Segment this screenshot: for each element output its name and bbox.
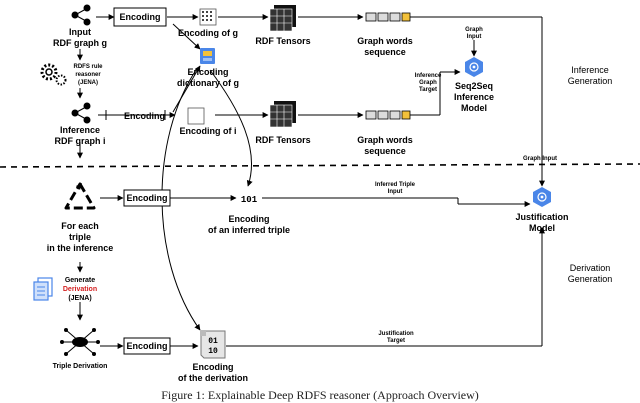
svg-text:of the derivation: of the derivation — [178, 373, 248, 383]
svg-text:10: 10 — [208, 347, 218, 356]
svg-text:Graph Input: Graph Input — [523, 156, 557, 162]
section-inference-generation: Inference Generation — [568, 65, 613, 86]
svg-text:For each: For each — [61, 221, 99, 231]
svg-text:dictionary of g: dictionary of g — [177, 78, 239, 88]
svg-text:Inference: Inference — [415, 73, 442, 79]
svg-text:Graph: Graph — [465, 27, 483, 33]
svg-text:sequence: sequence — [364, 47, 406, 57]
encoding-of-g: Encoding of g — [178, 8, 238, 38]
rdf-tensors-2: RDF Tensors — [255, 101, 311, 145]
section-separator — [0, 163, 640, 168]
tensor-icon — [269, 5, 296, 32]
svg-text:(JENA): (JENA) — [68, 295, 91, 302]
svg-text:Inference: Inference — [60, 125, 100, 135]
svg-text:Generation: Generation — [568, 274, 613, 284]
triple-derivation: Triple Derivation — [53, 328, 108, 370]
svg-text:RDF Tensors: RDF Tensors — [255, 135, 310, 145]
rdf-tensors-1: RDF Tensors — [255, 5, 311, 46]
encoded-triple: 101 Encoding of an inferred triple — [208, 195, 290, 235]
generate-derivation: Generate Derivation (JENA) — [33, 277, 97, 302]
encoding-label: Encoding — [124, 111, 165, 121]
matrix-icon — [187, 107, 205, 125]
svg-text:Generate: Generate — [65, 277, 95, 284]
encoded-derivation: 01 10 Encoding of the derivation — [178, 330, 248, 383]
svg-text:Generation: Generation — [568, 76, 613, 86]
seq2seq-model: Seq2Seq Inference Model — [454, 57, 494, 113]
input-rdf-graph: Input RDF graph g — [53, 4, 107, 48]
svg-text:RDF graph i: RDF graph i — [55, 136, 106, 146]
svg-text:Derivation: Derivation — [570, 263, 611, 273]
svg-text:Model: Model — [461, 103, 487, 113]
svg-text:Target: Target — [387, 338, 405, 344]
encoding-label: Encoding — [127, 341, 168, 351]
svg-text:Graph words: Graph words — [357, 135, 413, 145]
svg-text:Encoding of g: Encoding of g — [178, 28, 238, 38]
svg-text:Inference: Inference — [454, 92, 494, 102]
svg-text:Encoding: Encoding — [188, 67, 229, 77]
model-hexagon-icon — [533, 187, 551, 207]
graph-words-sequence-2: Graph words sequence — [357, 110, 413, 156]
svg-text:reasoner: reasoner — [75, 72, 101, 78]
svg-text:(JENA): (JENA) — [78, 80, 98, 86]
encoding-label: Encoding — [120, 12, 161, 22]
inference-rdf-graph: Inference RDF graph i — [55, 102, 106, 146]
svg-text:Inferred Triple: Inferred Triple — [375, 182, 416, 188]
svg-text:Justification: Justification — [515, 212, 568, 222]
svg-text:Input: Input — [388, 189, 403, 195]
svg-text:01: 01 — [208, 337, 218, 346]
svg-text:sequence: sequence — [364, 146, 406, 156]
svg-text:Encoding: Encoding — [229, 214, 270, 224]
svg-text:Triple Derivation: Triple Derivation — [53, 363, 108, 370]
svg-text:Seq2Seq: Seq2Seq — [455, 81, 493, 91]
reasoner: RDFS rule reasoner (JENA) — [40, 63, 103, 86]
share-icon — [71, 102, 91, 124]
svg-text:Input: Input — [467, 34, 482, 40]
svg-text:Model: Model — [529, 223, 555, 233]
share-icon — [71, 4, 91, 26]
svg-text:Input: Input — [69, 27, 91, 37]
bits-icon: 101 — [241, 195, 258, 205]
justification-model: Justification Model — [515, 187, 569, 233]
edge-labels: Graph Input Inference Graph Target Graph… — [375, 27, 557, 344]
svg-text:Encoding: Encoding — [193, 362, 234, 372]
svg-text:triple: triple — [69, 232, 91, 242]
encoding-box-2: Encoding — [123, 189, 171, 207]
svg-text:Graph: Graph — [419, 80, 437, 86]
figure-caption: Figure 1: Explainable Deep RDFS reasoner… — [161, 388, 479, 402]
network-icon — [60, 328, 100, 356]
svg-text:RDF Tensors: RDF Tensors — [255, 36, 310, 46]
sequence-icon — [365, 110, 411, 120]
encoding-box-3: Encoding — [123, 337, 171, 355]
document-list-icon — [33, 277, 53, 301]
binary-file-icon — [200, 330, 226, 359]
svg-text:Inference: Inference — [571, 65, 609, 75]
svg-text:Encoding of i: Encoding of i — [180, 126, 237, 136]
encoding-of-i: Encoding of i — [180, 107, 237, 136]
svg-text:Graph words: Graph words — [357, 36, 413, 46]
section-derivation-generation: Derivation Generation — [568, 263, 613, 284]
sequence-icon — [365, 12, 411, 22]
matrix-icon — [199, 8, 217, 26]
gear-icon — [40, 63, 67, 86]
dictionary-icon — [200, 48, 215, 64]
svg-text:of an inferred triple: of an inferred triple — [208, 225, 290, 235]
graph-words-sequence-1: Graph words sequence — [357, 12, 413, 57]
model-hexagon-icon — [465, 57, 483, 77]
svg-text:RDF graph g: RDF graph g — [53, 38, 107, 48]
encoding-box-1: Encoding — [113, 7, 167, 27]
for-each-triple: For each triple in the inference — [47, 182, 114, 253]
recycle-icon — [64, 182, 96, 210]
encoding-label: Encoding — [127, 193, 168, 203]
svg-text:RDFS rule: RDFS rule — [73, 64, 103, 70]
svg-text:Derivation: Derivation — [63, 286, 97, 293]
tensor-icon — [269, 101, 296, 128]
svg-text:Justification: Justification — [378, 331, 414, 337]
svg-text:in the inference: in the inference — [47, 243, 114, 253]
encoding-dictionary: Encoding dictionary of g — [177, 48, 239, 88]
svg-text:Target: Target — [419, 87, 437, 93]
